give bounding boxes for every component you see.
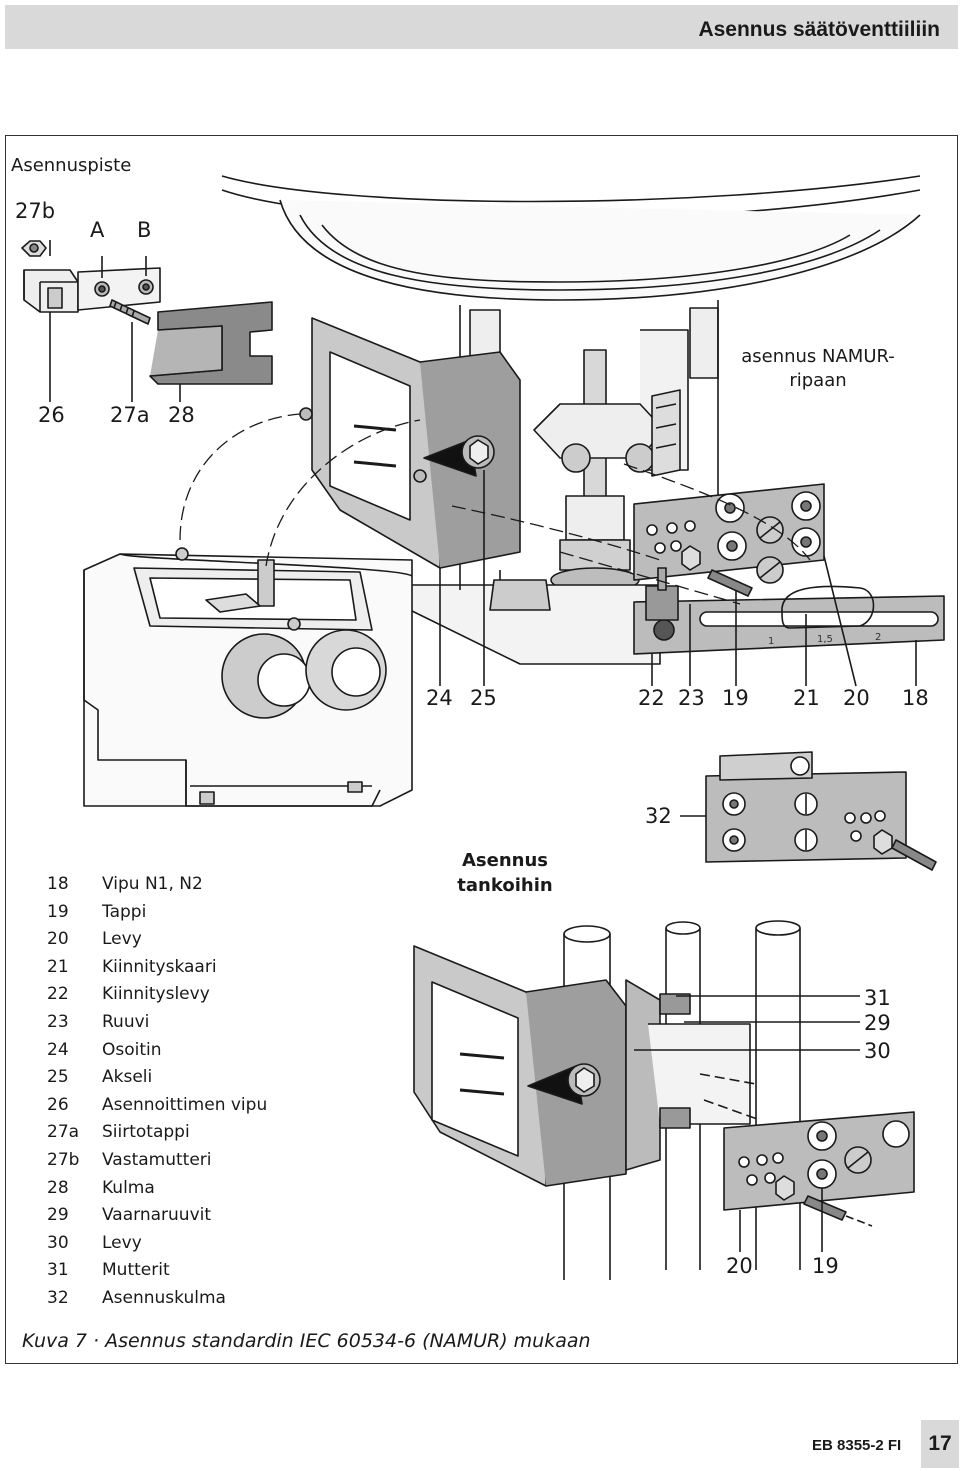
header-bar: Asennus säätöventtiiliin	[5, 5, 958, 49]
legend-num: 30	[47, 1232, 69, 1253]
mount-point-detail	[21, 240, 273, 402]
legend-text: Ruuvi	[102, 1012, 150, 1032]
callout-32: 32	[645, 804, 672, 828]
legend-text: Kiinnityskaari	[102, 956, 217, 977]
legend-num: 18	[47, 874, 69, 894]
svg-text:1,5: 1,5	[817, 634, 833, 645]
legend-text: Kiinnityslevy	[102, 984, 210, 1005]
callout-25: 25	[470, 686, 497, 710]
page-number: 17	[928, 1432, 952, 1455]
legend-num: 26	[47, 1094, 69, 1115]
positioner-upper	[299, 317, 521, 569]
actuator-housing	[221, 175, 921, 665]
legend-text: Levy	[102, 1232, 142, 1253]
legend-text: Levy	[102, 929, 142, 950]
svg-text:1: 1	[768, 636, 774, 647]
callout-hole-a: A	[90, 218, 105, 242]
callout-27b-top: 27b	[15, 199, 56, 223]
assembly-dashed-lines	[179, 413, 811, 605]
callout-24: 24	[426, 686, 453, 710]
legend-num: 19	[47, 901, 69, 922]
legend-num: 28	[47, 1177, 69, 1198]
namur-mount-title: asennus NAMUR-ripaan	[741, 346, 895, 391]
callout-31: 31	[864, 986, 891, 1010]
callout-28: 28	[168, 403, 195, 427]
callout-22: 22	[638, 686, 665, 710]
rod-mount-title: Asennus tankoihin	[457, 850, 553, 896]
callout-30: 30	[864, 1039, 891, 1063]
legend-num: 27b	[47, 1150, 80, 1170]
slotted-lever: 1 1,5 2	[633, 567, 945, 655]
legend-text: Tappi	[102, 901, 147, 922]
legend-num: 20	[47, 929, 69, 950]
legend-num: 29	[47, 1205, 69, 1226]
legend-num: 27a	[47, 1122, 80, 1143]
namur-lever-plate	[633, 483, 825, 597]
legend-num: 22	[47, 984, 69, 1005]
mount-point-title: Asennuspiste	[11, 155, 132, 176]
svg-text:2: 2	[875, 632, 881, 643]
legend-text: Asennoittimen vipu	[102, 1094, 268, 1115]
legend-text: Akseli	[102, 1067, 153, 1088]
namur-callout-leaders	[439, 470, 917, 687]
callout-hole-b: B	[137, 218, 152, 242]
callout-20: 20	[843, 686, 870, 710]
legend-num: 23	[47, 1012, 69, 1032]
callout-20-lower: 20	[726, 1254, 753, 1278]
legend-text: Asennuskulma	[102, 1288, 226, 1308]
legend-text: Mutterit	[102, 1260, 170, 1281]
callout-29: 29	[864, 1011, 891, 1035]
legend-num: 32	[47, 1288, 69, 1308]
callout-21: 21	[793, 686, 820, 710]
callout-23: 23	[678, 686, 705, 710]
callout-19-lower: 19	[812, 1254, 839, 1278]
legend-num: 31	[47, 1260, 69, 1281]
document-code: EB 8355-2 FI	[812, 1437, 902, 1454]
legend-text: Vastamutteri	[102, 1150, 212, 1170]
legend-text: Osoitin	[102, 1039, 162, 1060]
pipe-mount	[413, 751, 937, 1280]
legend-text: Vipu N1, N2	[102, 874, 203, 894]
legend-text: Kulma	[102, 1177, 155, 1198]
callout-18: 18	[902, 686, 929, 710]
legend-num: 25	[47, 1067, 69, 1088]
legend-num: 24	[47, 1039, 69, 1060]
page-header-title: Asennus säätöventtiiliin	[698, 18, 940, 41]
callout-27a: 27a	[110, 403, 150, 427]
callout-19: 19	[722, 686, 749, 710]
positioner-body	[83, 547, 413, 807]
page-number-box: 17	[921, 1420, 959, 1468]
callout-26: 26	[38, 403, 65, 427]
legend-text: Vaarnaruuvit	[102, 1205, 212, 1226]
legend-num: 21	[47, 956, 69, 977]
legend-text: Siirtotappi	[102, 1122, 190, 1143]
figure-frame	[5, 135, 958, 1364]
figure-caption: Kuva 7 · Asennus standardin IEC 60534-6 …	[22, 1330, 591, 1352]
